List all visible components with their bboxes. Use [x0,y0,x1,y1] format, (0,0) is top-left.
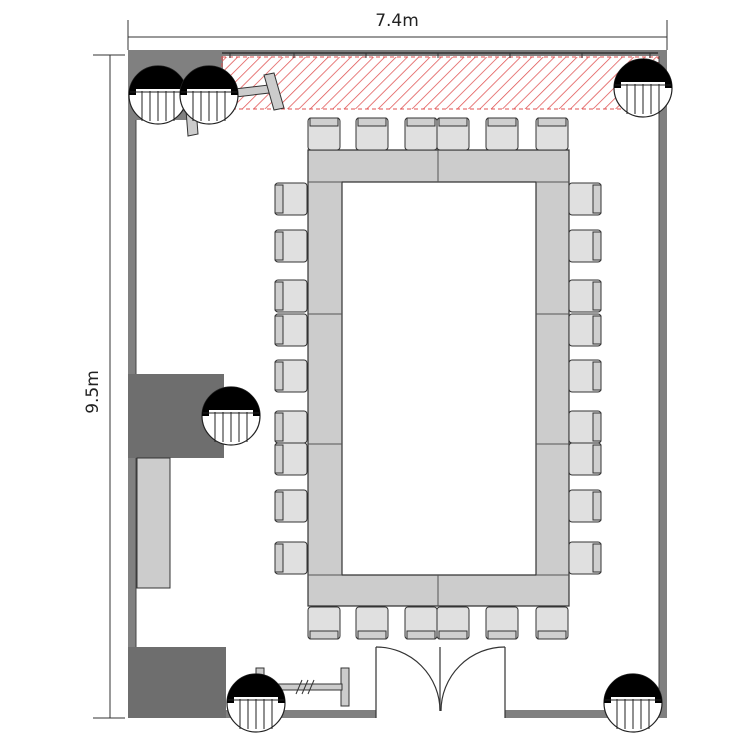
conference-table [307,149,570,607]
chair [274,489,308,523]
width-dimension: 7.4m [127,11,668,50]
ceiling-light [226,673,286,733]
chair [436,117,470,151]
chair [568,229,602,263]
chair [568,442,602,476]
chair [535,117,569,151]
chair [436,606,470,640]
ceiling-light [179,65,239,125]
chair [274,229,308,263]
chair [274,279,308,313]
chair [404,117,438,151]
chair [307,117,341,151]
chair [404,606,438,640]
corner-column [128,647,226,718]
ceiling-light [128,65,188,125]
chair [568,182,602,216]
ceiling-lights [128,58,673,733]
chair [568,279,602,313]
chair [355,606,389,640]
chair [274,313,308,347]
chair [274,541,308,575]
ceiling-light [603,673,663,733]
chair [355,117,389,151]
height-label: 9.5m [83,370,103,414]
chair [535,606,569,640]
chair [568,541,602,575]
chair [274,182,308,216]
chair [307,606,341,640]
projection-screen [221,52,659,110]
chair [485,117,519,151]
double-door [375,646,506,718]
chair [274,359,308,393]
ceiling-light [613,58,673,118]
ceiling-light [201,386,261,446]
chair [485,606,519,640]
chair [568,359,602,393]
height-dimension: 9.5m [83,54,125,719]
chair [274,410,308,444]
chair [568,313,602,347]
side-table [136,457,171,589]
chair [568,489,602,523]
width-label: 7.4m [375,11,419,31]
chairs [274,117,602,640]
chair [568,410,602,444]
chair [274,442,308,476]
